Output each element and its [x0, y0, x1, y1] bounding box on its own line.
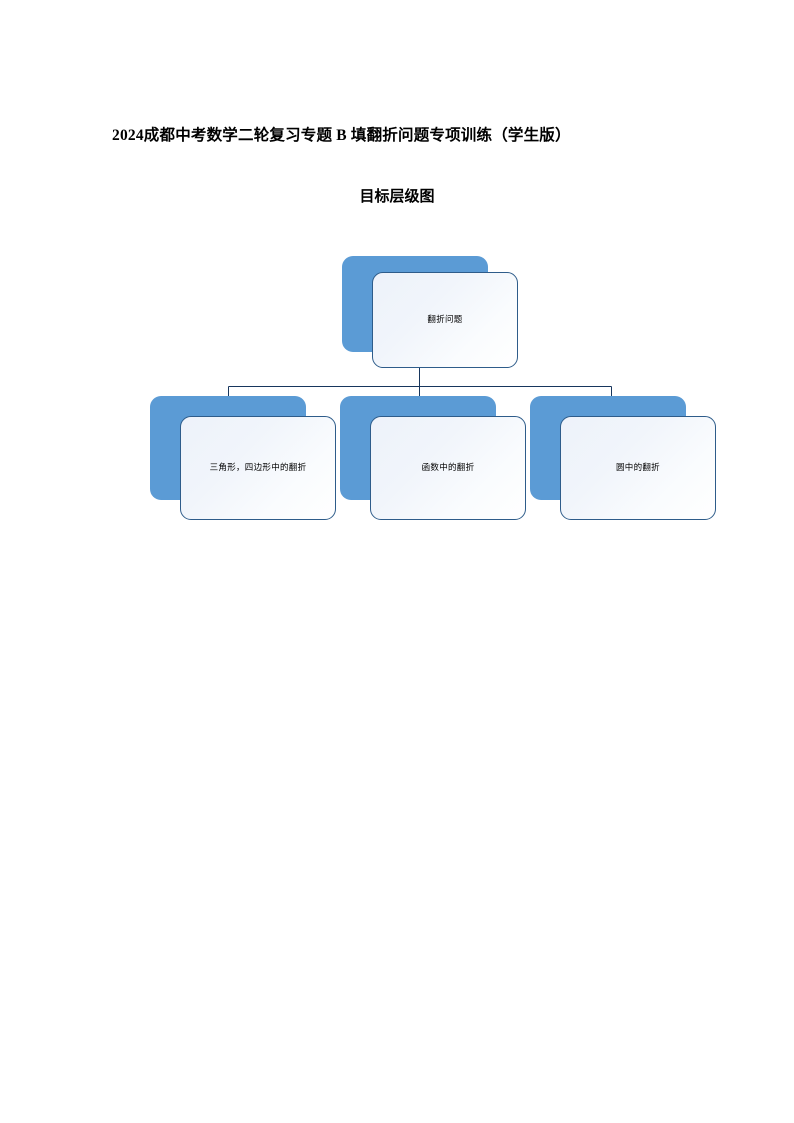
node-face-card[interactable]: 函数中的翻折 [370, 416, 526, 520]
page-title: 2024成都中考数学二轮复习专题 B 填翻折问题专项训练（学生版） [112, 127, 571, 144]
diagram-node-child-1[interactable]: 函数中的翻折 [340, 396, 526, 520]
diagram-heading: 目标层级图 [359, 189, 435, 205]
node-label-child-0: 三角形，四边形中的翻折 [209, 462, 307, 473]
diagram-node-child-2[interactable]: 圆中的翻折 [530, 396, 716, 520]
node-label-child-2: 圆中的翻折 [615, 462, 660, 473]
node-label-child-1: 函数中的翻折 [421, 462, 475, 473]
node-face-card[interactable]: 翻折问题 [372, 272, 518, 368]
node-face-card[interactable]: 圆中的翻折 [560, 416, 716, 520]
node-face-card[interactable]: 三角形，四边形中的翻折 [180, 416, 336, 520]
diagram-node-root[interactable]: 翻折问题 [342, 256, 518, 368]
node-label-root: 翻折问题 [427, 314, 463, 325]
diagram-node-child-0[interactable]: 三角形，四边形中的翻折 [150, 396, 336, 520]
